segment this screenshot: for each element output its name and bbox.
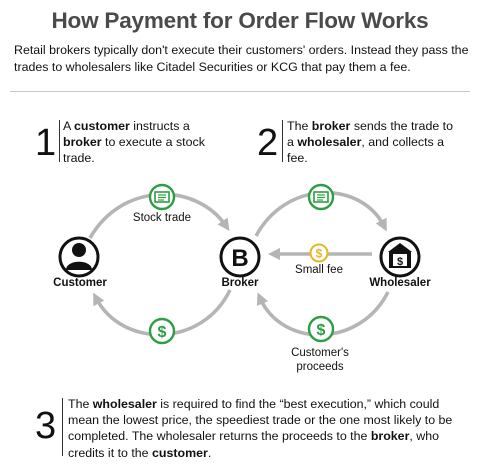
proceeds-dollar-glyph: $: [158, 324, 167, 341]
step-1-part: A: [63, 119, 75, 133]
customer-proceeds-label: Customer's proceeds: [291, 347, 349, 373]
step-2-keyword-wholesaler: wholesaler: [297, 135, 362, 150]
step-3-part: is required to find the “best execution,…: [68, 397, 453, 444]
bank-building-icon: $: [379, 236, 421, 278]
broker-glyph: B: [231, 245, 248, 272]
step-3-part: , who credits it to the: [68, 429, 440, 460]
customer-label: Customer: [53, 277, 107, 289]
step-1-part: instructs a: [129, 119, 190, 133]
dollar-coin-icon: $: [307, 315, 335, 343]
page-subtitle: Retail brokers typically don't execute t…: [14, 43, 469, 74]
step-1-part: to execute a stock trade.: [63, 135, 205, 166]
step-3-keyword-broker: broker: [370, 429, 410, 444]
step-2-text: The broker sends the trade to a wholesal…: [287, 118, 457, 167]
proceeds-dollar-glyph: $: [317, 322, 326, 339]
step-2-number: 2: [257, 122, 279, 164]
step-3-number: 3: [35, 405, 57, 447]
coin-icon: $: [309, 243, 329, 263]
header-divider: [10, 91, 470, 92]
step-1-keyword-broker: broker: [63, 135, 102, 150]
broker-b-icon: B: [219, 236, 261, 278]
step-3-text: The wholesaler is required to find the “…: [68, 396, 468, 461]
step-1-keyword-customer: customer: [74, 119, 130, 133]
wholesaler-glyph: $: [397, 256, 403, 268]
step-2-part: , and collects a fee.: [287, 135, 445, 166]
step-2-part: The: [287, 119, 312, 133]
step-2-part: sends the trade to a: [287, 119, 454, 150]
step-3-part: .: [207, 445, 212, 460]
dollar-coin-icon: $: [148, 317, 176, 345]
broker-label: Broker: [221, 277, 259, 289]
person-icon: [58, 236, 100, 278]
fee-dollar-glyph: $: [316, 247, 323, 261]
step-3-keyword-wholesaler: wholesaler: [92, 397, 157, 411]
step-1-text: A customer instructs a broker to execute…: [63, 118, 223, 167]
small-fee-label: Small fee: [295, 264, 343, 276]
step-1-number: 1: [35, 122, 57, 164]
stock-trade-label: Stock trade: [132, 212, 192, 224]
step-3-keyword-customer: customer: [152, 445, 208, 460]
step-3-part: The: [68, 397, 93, 411]
step-2-divider: [282, 120, 283, 162]
step-3-divider: [62, 398, 63, 456]
trade-ticket-icon: [148, 183, 176, 211]
trade-ticket-icon: [307, 183, 335, 211]
step-2-keyword-broker: broker: [311, 119, 351, 133]
wholesaler-label: Wholesaler: [369, 277, 431, 289]
page-title: How Payment for Order Flow Works: [51, 8, 429, 33]
step-1-divider: [59, 120, 60, 162]
